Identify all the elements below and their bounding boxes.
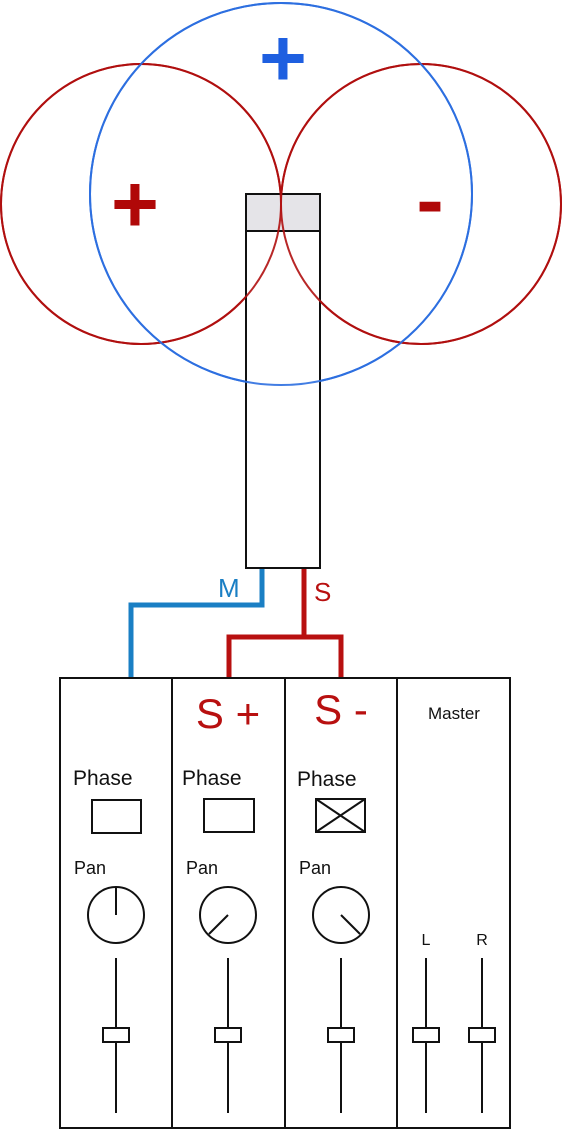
mid-wire-label: M <box>218 573 240 603</box>
pan-knob-indicator <box>340 914 361 935</box>
master-title: Master <box>428 704 480 723</box>
phase-label: Phase <box>182 767 242 790</box>
pan-knob[interactable] <box>87 886 145 944</box>
phase-button[interactable] <box>91 799 142 834</box>
master-left-label: L <box>422 932 431 949</box>
phase-button-inverted[interactable] <box>315 798 366 833</box>
master-left-fader-handle[interactable] <box>412 1027 440 1043</box>
channel-title: S + <box>196 690 260 737</box>
microphone <box>0 2 562 569</box>
pan-knob-indicator <box>208 914 229 935</box>
channel-strip-mid: Phase Pan <box>73 767 145 1113</box>
fader-handle[interactable] <box>102 1027 130 1043</box>
pan-label: Pan <box>74 858 106 878</box>
side-lobe-rear-minus-symbol: - <box>416 155 443 246</box>
master-right-fader-handle[interactable] <box>468 1027 496 1043</box>
mixer-console: Phase Pan S + Phase Pan S - <box>59 677 511 1129</box>
polar-pattern: + + - <box>0 2 562 386</box>
pan-label: Pan <box>186 858 218 878</box>
pan-label: Pan <box>299 858 331 878</box>
pan-knob[interactable] <box>199 886 257 944</box>
mid-lobe-plus-symbol: + <box>259 13 307 104</box>
master-right-label: R <box>476 932 488 949</box>
phase-label: Phase <box>73 767 133 790</box>
fader-handle[interactable] <box>214 1027 242 1043</box>
phase-button[interactable] <box>203 798 255 833</box>
side-lobe-front-plus-symbol: + <box>111 159 159 250</box>
side-wire-label: S <box>314 577 331 607</box>
fader-handle[interactable] <box>327 1027 355 1043</box>
channel-strip-side-minus: S - Phase Pan <box>297 686 370 1113</box>
pan-knob[interactable] <box>312 886 370 944</box>
master-section: Master L R <box>412 704 496 1113</box>
microphone-body <box>245 193 321 569</box>
channel-strip-side-plus: S + Phase Pan <box>182 690 260 1113</box>
side-wire-split <box>226 634 344 678</box>
wiring: M S <box>128 569 344 678</box>
channel-title: S - <box>314 686 368 733</box>
phase-label: Phase <box>297 768 357 791</box>
mid-wire <box>128 569 265 678</box>
